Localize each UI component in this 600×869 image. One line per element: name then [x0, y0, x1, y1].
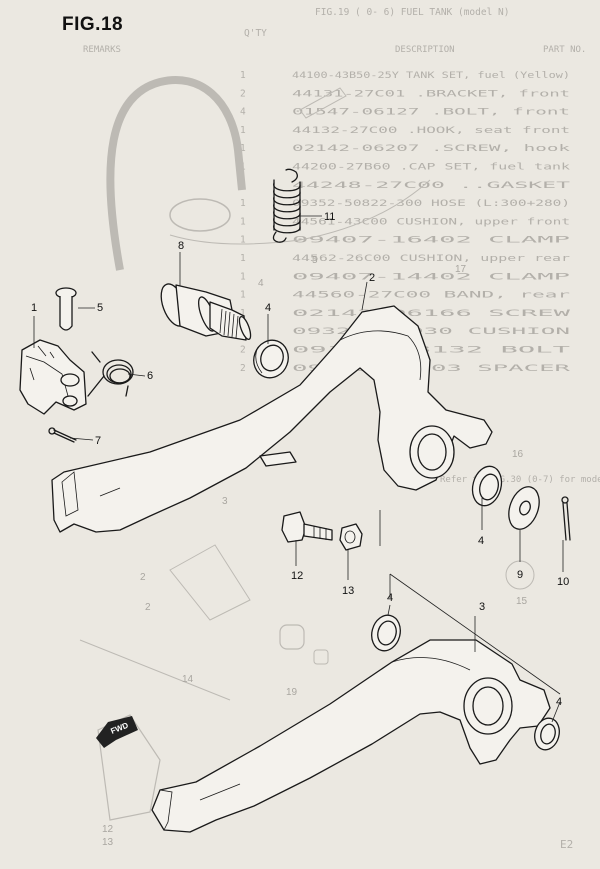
ghost-row-1: 44131-27C01 .BRACKET, front [292, 89, 570, 99]
ghost-qty-2: 4 [240, 107, 246, 118]
ghost-callout-7: 19 [286, 687, 298, 698]
ghost-cap [169, 198, 231, 232]
ghost-row-0: 44100-43B50-25Y TANK SET, fuel (Yellow) [292, 71, 570, 81]
part-2-brake-pedal [51, 305, 493, 533]
ghost-row-15: 09116-08132 BOLT [292, 346, 572, 356]
ghost-hose [106, 76, 246, 271]
ghost-tank-edge [169, 179, 431, 245]
part-5-pin [55, 287, 77, 331]
callout-13: 13 [342, 585, 354, 597]
callout-10: 10 [557, 576, 569, 588]
ghost-callout-11: 4 [258, 278, 264, 289]
callout-4-repeat-2: 4 [556, 696, 562, 708]
ghost-row-7: 09352-50822-300 HOSE (L:300+280) [292, 199, 570, 209]
ghost-qty-0: 1 [240, 70, 246, 81]
callout-7: 7 [95, 435, 101, 447]
ghost-col-part-no: PART NO. [543, 45, 586, 55]
ghost-qty-11: 1 [240, 271, 246, 282]
ghost-row-5: 44200-27B60 .CAP SET, fuel tank [292, 163, 571, 173]
ghost-callout-4: 15 [516, 596, 528, 607]
ghost-row-8: 44561-43C00 CUSHION, upper front [292, 217, 570, 227]
ghost-col-description: DESCRIPTION [395, 45, 455, 55]
part-3-brake-pedal-lower [151, 639, 551, 833]
ghost-row-2: 01547-06127 .BOLT, front [292, 108, 570, 118]
fwd-arrow: FWD [96, 716, 138, 748]
ghost-callout-0: 3 [222, 496, 228, 507]
ghost-qty-15: 2 [240, 345, 246, 356]
ghost-callout-3: 14 [182, 674, 194, 685]
ghost-col-remarks: REMARKS [83, 45, 121, 55]
ghost-row-14: 09320-12030 CUSHION [292, 327, 570, 337]
ghost-cushion [279, 624, 305, 650]
callout-6: 6 [147, 370, 153, 382]
ghost-qty-4: 1 [240, 143, 246, 154]
part-1-bracket [19, 339, 87, 415]
ghost-qty-1: 2 [240, 88, 246, 99]
ghost-qty-12: 1 [240, 290, 246, 301]
bleed-through-layer: FIG.19 ( 0- 6) FUEL TANK (model N) Q'TY … [79, 7, 600, 851]
part-4-oil-seal-middle [471, 465, 503, 507]
ghost-spacer [313, 649, 329, 665]
ghost-row-10: 44562-26C00 CUSHION, upper rear [292, 254, 571, 264]
ghost-callout-9: 12 [102, 824, 114, 835]
ghost-row-3: 44132-27C00 .HOOK, seat front [292, 126, 570, 136]
ghost-callout-12: 5 [312, 255, 318, 266]
ghost-callout-6: 17 [455, 264, 467, 275]
ghost-page-mark: E2 [560, 838, 573, 851]
callout-3: 3 [479, 601, 485, 613]
ghost-row-4: 02142-06207 .SCREW, hook [292, 144, 571, 154]
callout-1: 1 [31, 302, 37, 314]
callout-12: 12 [291, 570, 303, 582]
ghost-footnote: Refer to FIG.30 (0-7) for model P/R/S [440, 475, 600, 485]
ghost-qty-16: 2 [240, 363, 246, 374]
ghost-pin [299, 87, 347, 119]
ghost-row-12: 44560-27C00 BAND, rear [292, 291, 571, 301]
ghost-header: FIG.19 ( 0- 6) FUEL TANK (model N) [315, 7, 509, 18]
part-4-oil-seal-lower-right [534, 717, 560, 751]
ghost-row-9: 09407-16402 CLAMP [292, 236, 572, 246]
callout-9: 9 [517, 569, 523, 581]
ghost-row-11: 09407-14402 CLAMP [292, 272, 572, 282]
part-11-spring [272, 168, 301, 243]
ghost-callout-5: 16 [512, 449, 524, 460]
part-12-bolt [281, 511, 333, 543]
part-8-pivot-shaft [160, 283, 252, 341]
callout-4: 4 [265, 302, 271, 314]
ghost-qty-7: 1 [240, 198, 246, 209]
part-13-nut [339, 523, 363, 551]
part-4-oil-seal-upper [253, 339, 289, 379]
ghost-table-rows: 1 44100-43B50-25Y TANK SET, fuel (Yellow)… [240, 70, 572, 374]
ghost-qty-3: 1 [240, 125, 246, 136]
callout-8: 8 [178, 240, 184, 252]
part-9-washer [508, 486, 540, 530]
leader-lines [33, 215, 564, 723]
ghost-qty-9: 1 [240, 235, 246, 246]
callout-11: 11 [324, 211, 335, 223]
part-10-cotter-pin [561, 496, 571, 541]
ghost-bracket [169, 544, 251, 621]
callout-4-repeat-1: 4 [387, 592, 393, 604]
ghost-row-6: 44248-27C00 ..GASKET [292, 181, 571, 191]
part-4-oil-seal-lower-left [371, 614, 401, 652]
part-7-cotter-pin [48, 427, 77, 443]
callout-2: 2 [369, 272, 375, 284]
ghost-qty-header: Q'TY [244, 28, 267, 39]
figure-title: FIG.18 [62, 14, 124, 35]
ghost-qty-10: 1 [240, 253, 246, 264]
ghost-strap [79, 639, 231, 701]
ghost-callout-1: 2 [140, 572, 146, 583]
callout-4-repeat-0: 4 [478, 535, 484, 547]
ghost-qty-13: 1 [240, 308, 246, 319]
ghost-callout-2: 2 [145, 602, 151, 613]
callout-5: 5 [97, 302, 103, 314]
ghost-guard [97, 714, 161, 821]
ghost-row-13: 02142-06166 SCREW [292, 309, 572, 319]
ghost-callout-10: 13 [102, 837, 114, 848]
ghost-qty-8: 1 [240, 216, 246, 227]
part-6-return-spring [87, 351, 134, 397]
ghost-row-16: 09180-08003 SPACER [292, 364, 572, 374]
